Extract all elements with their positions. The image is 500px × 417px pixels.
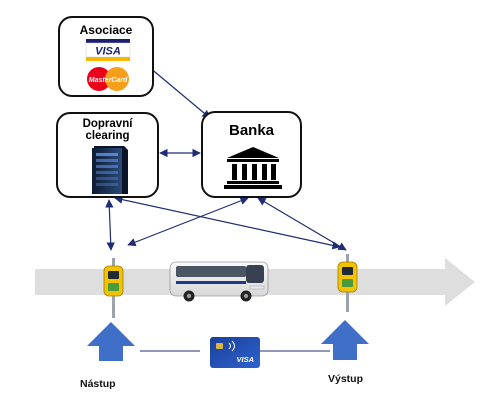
validator-exit-icon — [337, 254, 358, 312]
arrow-bank-validator-boarding — [127, 196, 249, 247]
visa-logo: VISA — [85, 39, 131, 61]
bank-box: Banka — [201, 111, 302, 198]
bank-building-icon — [224, 147, 282, 189]
mastercard-logo-text: MasterCard — [89, 77, 128, 84]
contactless-card-icon: VISA — [210, 337, 260, 368]
clearing-title-line1: Dopravní — [82, 118, 133, 130]
exit-up-arrow — [321, 320, 369, 360]
validator-boarding-icon — [103, 258, 124, 318]
bank-title: Banka — [228, 122, 275, 139]
arrow-clearing-validator-exit — [114, 195, 341, 250]
association-title: Asociace — [79, 23, 133, 37]
server-rack-icon — [92, 146, 128, 194]
connection-arrows — [105, 61, 347, 251]
association-box: Asociace VISA MasterCard — [58, 16, 154, 97]
clearing-title: Dopravní clearing — [58, 118, 157, 142]
exit-label: Výstup — [328, 373, 364, 385]
boarding-up-arrow — [87, 322, 135, 361]
clearing-title-line2: clearing — [85, 130, 130, 143]
arrow-clearing-validator-boarding — [105, 199, 115, 251]
arrow-association-bank — [142, 61, 211, 119]
arrow-bank-validator-exit — [257, 197, 347, 251]
visa-logo-text: VISA — [95, 46, 121, 58]
card-brand-text: VISA — [236, 355, 254, 364]
clearing-box: Dopravní clearing — [56, 112, 159, 198]
mastercard-logo: MasterCard — [87, 67, 129, 91]
bus-icon — [169, 261, 269, 302]
payment-logos: VISA MasterCard — [85, 39, 131, 91]
boarding-label: Nástup — [80, 378, 116, 390]
